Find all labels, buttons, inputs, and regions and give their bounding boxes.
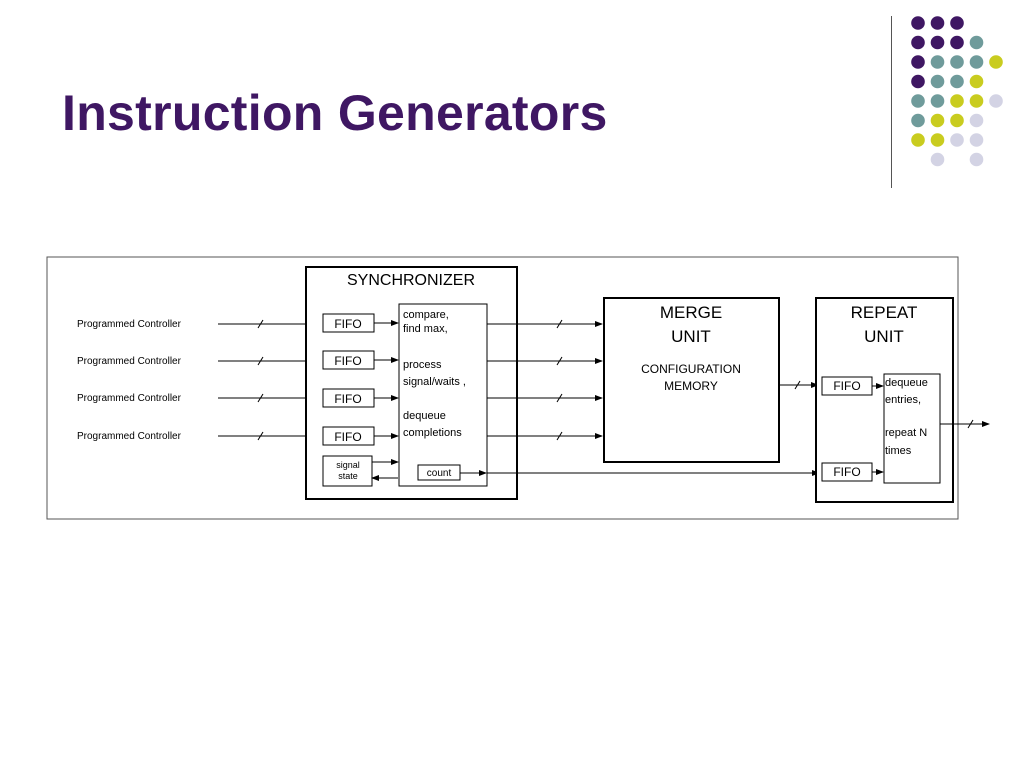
- decorative-dot: [911, 94, 925, 108]
- decorative-dot: [930, 35, 945, 50]
- input-label: Programmed Controller: [77, 431, 182, 442]
- merge-unit-title: MERGE: [660, 303, 722, 322]
- decorative-dot: [950, 35, 964, 50]
- merge-unit-subtitle: CONFIGURATION: [641, 362, 741, 376]
- merge-unit-title: UNIT: [671, 327, 711, 346]
- bus-slash-mark: [794, 380, 801, 390]
- synchronizer-title: SYNCHRONIZER: [347, 272, 475, 289]
- decorative-dot: [969, 74, 984, 89]
- decorative-dot: [969, 94, 984, 108]
- decorative-dot: [911, 55, 925, 69]
- repeat-ops-box: [883, 373, 941, 484]
- decorative-dot: [911, 35, 925, 50]
- bus-slash-marks: [556, 319, 563, 441]
- decorative-dot: [930, 152, 945, 167]
- title-divider: [891, 16, 892, 188]
- signal-state-text: state: [338, 471, 358, 481]
- decorative-dot: [911, 16, 925, 30]
- decorative-dot: [969, 55, 984, 69]
- sync-ops-box: [398, 303, 488, 487]
- decorative-dot: [950, 113, 964, 128]
- decorative-dot: [950, 74, 964, 89]
- repeat-op-text: dequeue: [885, 377, 928, 389]
- decorative-dot-grid: [911, 16, 1003, 167]
- decorative-dot: [989, 94, 1003, 108]
- fifo-label: FIFO: [833, 379, 860, 393]
- decorative-dot: [911, 113, 925, 128]
- decorative-dot: [930, 113, 945, 128]
- count-label: count: [427, 468, 452, 479]
- repeat-unit-title: REPEAT: [851, 303, 918, 322]
- decorative-dot: [950, 55, 964, 69]
- decorative-dot: [969, 113, 984, 128]
- input-label: Programmed Controller: [77, 356, 182, 367]
- decorative-dot: [930, 94, 945, 108]
- input-label: Programmed Controller: [77, 319, 182, 330]
- signal-state-text: signal: [336, 460, 360, 470]
- sync-op-text: signal/waits ,: [403, 376, 466, 388]
- decorative-dot: [930, 55, 945, 69]
- decorative-dot: [930, 74, 945, 89]
- fifo-label: FIFO: [334, 430, 361, 444]
- signal-state-box: [322, 455, 373, 487]
- decorative-dot: [911, 133, 925, 147]
- sync-op-text: find max,: [403, 323, 448, 335]
- repeat-op-text: repeat N: [885, 427, 927, 439]
- decorative-dot: [950, 133, 964, 147]
- sync-op-text: completions: [403, 427, 462, 439]
- sync-op-text: process: [403, 359, 442, 371]
- fifo-label: FIFO: [334, 317, 361, 331]
- input-label: Programmed Controller: [77, 393, 182, 404]
- sync-op-text: dequeue: [403, 410, 446, 422]
- sync-op-text: compare,: [403, 309, 449, 321]
- repeat-op-text: times: [885, 445, 912, 457]
- decorative-dot: [969, 152, 984, 167]
- decorative-dot: [969, 35, 984, 50]
- decorative-dot: [950, 16, 964, 30]
- instruction-generator-diagram: Programmed Controller Programmed Control…: [46, 256, 990, 520]
- bus-slash-marks: [257, 319, 264, 441]
- fifo-label: FIFO: [334, 392, 361, 406]
- repeat-op-text: entries,: [885, 394, 921, 406]
- decorative-dot: [911, 74, 925, 89]
- merge-unit-box: [603, 297, 780, 463]
- merge-unit-subtitle: MEMORY: [664, 379, 718, 393]
- fifo-label: FIFO: [334, 354, 361, 368]
- decorative-dot: [950, 94, 964, 108]
- decorative-dot: [930, 133, 945, 147]
- decorative-dot: [969, 133, 984, 147]
- slide-title: Instruction Generators: [62, 85, 608, 141]
- decorative-dot: [930, 16, 945, 30]
- repeat-unit-title: UNIT: [864, 327, 904, 346]
- fifo-label: FIFO: [833, 465, 860, 479]
- bus-slash-mark: [967, 419, 974, 429]
- decorative-dot: [989, 55, 1003, 69]
